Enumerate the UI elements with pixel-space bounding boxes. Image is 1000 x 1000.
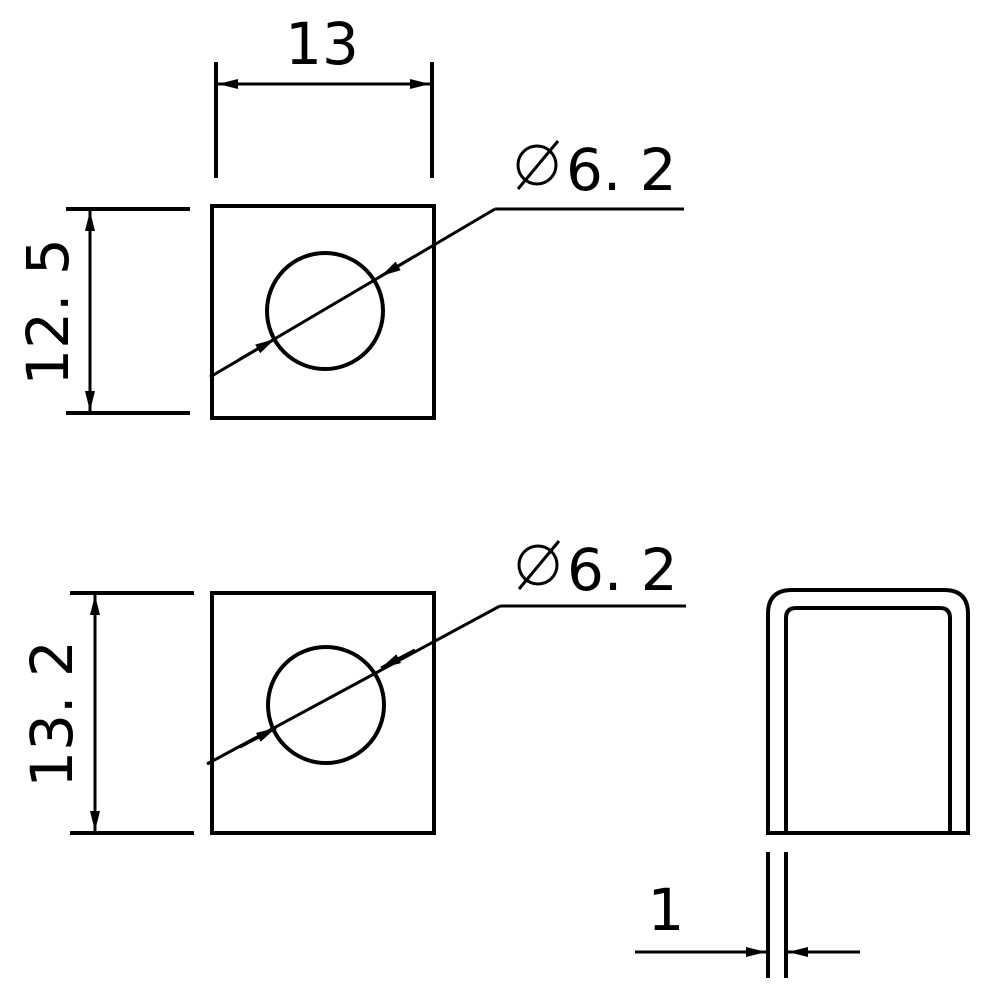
top-hole-arrow-right (380, 254, 416, 278)
middle-hole-arrow-left (239, 726, 277, 749)
side-thickness-label: 1 (648, 876, 685, 944)
top-hole-arrow-left (239, 337, 276, 361)
top-width-label: 13 (285, 10, 359, 78)
middle-hole-arrow-right (380, 648, 416, 670)
top-view-outline (210, 204, 436, 420)
top-view: 13 12. 5 6. 2 (14, 10, 684, 420)
side-view-inner-profile (784, 606, 952, 833)
middle-hole-label: 6. 2 (567, 536, 678, 604)
top-hole-label: 6. 2 (566, 136, 677, 204)
top-height-label: 12. 5 (14, 238, 82, 386)
side-view: 1 (635, 588, 970, 978)
middle-view-hole (266, 645, 386, 765)
middle-view-outline (210, 591, 436, 835)
side-view-outer-profile (766, 588, 970, 835)
middle-view: 13. 2 6. 2 (18, 536, 686, 835)
middle-height-label: 13. 2 (18, 640, 86, 788)
top-view-hole (265, 251, 385, 371)
diameter-symbol-icon (517, 540, 561, 590)
diameter-symbol-icon (516, 140, 560, 190)
